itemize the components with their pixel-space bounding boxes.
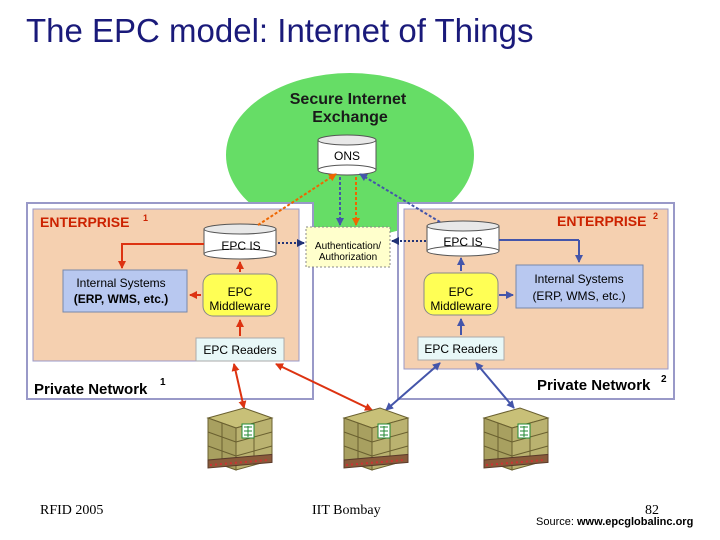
internal-2-line2: (ERP, WMS, etc.) bbox=[532, 289, 625, 303]
epc-is-2-database: EPC IS bbox=[426, 220, 500, 257]
slide-title: The EPC model: Internet of Things bbox=[26, 12, 534, 49]
ons-database: ONS bbox=[317, 134, 377, 176]
enterprise-2-label: ENTERPRISE bbox=[557, 213, 646, 229]
private-network-1-label: Private Network bbox=[34, 381, 148, 398]
private-network-1-sup: 1 bbox=[160, 377, 166, 388]
epc-is-2-label: EPC IS bbox=[443, 235, 482, 249]
enterprise-1-sup: 1 bbox=[143, 213, 148, 223]
enterprise-2-sup: 2 bbox=[653, 211, 658, 221]
private-network-2-label: Private Network bbox=[537, 377, 651, 394]
auth-label-line1: Authentication/ bbox=[315, 241, 381, 252]
epc-is-1-database: EPC IS bbox=[203, 223, 277, 260]
arrow-epcis1-to-ons bbox=[257, 173, 337, 226]
page-number: 82 bbox=[645, 503, 659, 518]
pallet-1-icon bbox=[206, 407, 274, 471]
footer-center: IIT Bombay bbox=[312, 503, 381, 518]
epc-middleware-2: EPC Middleware bbox=[423, 272, 499, 316]
internal-1-line1: Internal Systems bbox=[76, 276, 165, 290]
auth-box bbox=[305, 226, 391, 268]
internal-2-line1: Internal Systems bbox=[534, 272, 623, 286]
arrow-readers2-to-pallet3 bbox=[475, 362, 515, 409]
source-credit: Source: www.epcglobalinc.org bbox=[536, 516, 693, 528]
pallet-2-icon bbox=[342, 407, 410, 471]
arrow-epcis2-to-ons bbox=[359, 173, 441, 223]
auth-label-line2: Authorization bbox=[319, 252, 377, 263]
source-prefix: Source: bbox=[536, 516, 577, 528]
epc-readers-1: EPC Readers bbox=[195, 337, 285, 362]
readers-1-label: EPC Readers bbox=[203, 343, 276, 357]
middleware-2-line2: Middleware bbox=[430, 299, 492, 313]
arrow-epcis1-to-internal1 bbox=[118, 243, 204, 269]
middleware-2-line1: EPC bbox=[449, 285, 474, 299]
epc-readers-2: EPC Readers bbox=[417, 336, 505, 361]
footer-left: RFID 2005 bbox=[40, 503, 104, 518]
readers-2-label: EPC Readers bbox=[424, 342, 497, 356]
source-url: www.epcglobalinc.org bbox=[576, 516, 694, 528]
private-network-2-sup: 2 bbox=[661, 374, 667, 385]
arrow-readers1-to-pallet1 bbox=[231, 363, 247, 409]
arrow-readers2-to-pallet2 bbox=[385, 362, 441, 411]
internal-systems-2: Internal Systems (ERP, WMS, etc.) bbox=[515, 264, 644, 309]
arrow-readers1-to-pallet2 bbox=[275, 363, 373, 411]
enterprise-1-label: ENTERPRISE bbox=[40, 214, 129, 230]
epc-middleware-1: EPC Middleware bbox=[202, 273, 278, 317]
internal-systems-1: Internal Systems (ERP, WMS, etc.) bbox=[62, 269, 188, 313]
ons-label: ONS bbox=[334, 149, 360, 163]
internal-1-line2: (ERP, WMS, etc.) bbox=[74, 292, 168, 306]
middleware-1-line2: Middleware bbox=[209, 299, 271, 313]
middleware-1-line1: EPC bbox=[228, 285, 253, 299]
pallet-3-icon bbox=[482, 407, 550, 471]
exchange-label-line2: Exchange bbox=[312, 109, 388, 126]
exchange-label-line1: Secure Internet bbox=[290, 91, 407, 108]
epc-is-1-label: EPC IS bbox=[221, 239, 260, 253]
